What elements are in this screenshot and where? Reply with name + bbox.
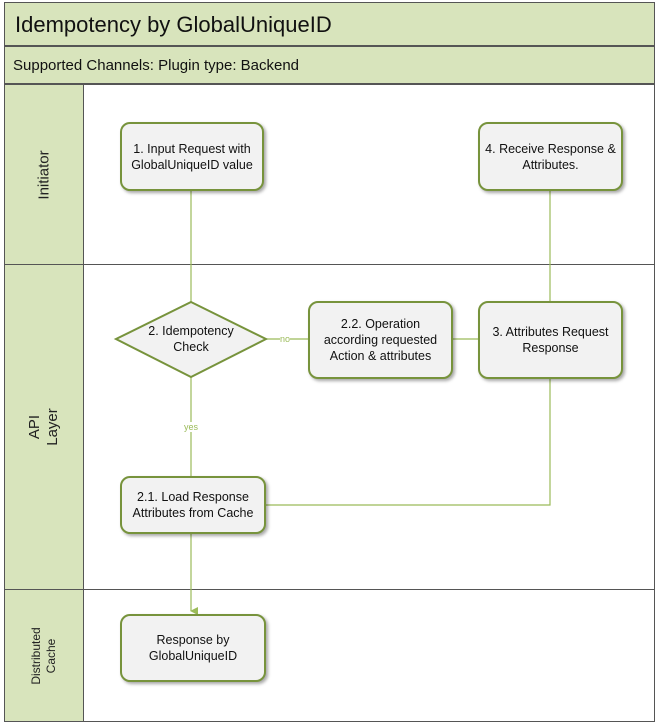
idempotency-check-diamond: [113, 300, 269, 379]
diagram-subtitle-bar: Supported Channels: Plugin type: Backend: [4, 46, 655, 84]
lane-cache: Distributed Cache: [4, 589, 655, 722]
node-operation: 2.2. Operation according requested Actio…: [308, 301, 453, 379]
diagram-subtitle: Supported Channels: Plugin type: Backend: [13, 57, 300, 74]
node-operation-text: 2.2. Operation according requested Actio…: [323, 317, 438, 363]
node-response-by-id: Response by GlobalUniqueID: [120, 614, 266, 682]
diagram-title: Idempotency by GlobalUniqueID: [15, 12, 332, 37]
node-input-request-text: 1. Input Request with GlobalUniqueID val…: [131, 141, 253, 172]
node-idempotency-check-text: 2. Idempotency Check: [148, 324, 234, 354]
edge-response-to-load: [266, 377, 551, 506]
node-receive-response-text: 4. Receive Response & Attributes.: [485, 141, 616, 172]
lane-cache-header: Distributed Cache: [5, 590, 84, 721]
node-receive-response: 4. Receive Response & Attributes.: [478, 122, 623, 191]
node-input-request: 1. Input Request with GlobalUniqueID val…: [120, 122, 264, 191]
edge-label-yes: yes: [184, 422, 199, 432]
node-load-response: 2.1. Load Response Attributes from Cache: [120, 476, 266, 534]
edge-label-no: no: [280, 334, 291, 344]
node-load-response-text: 2.1. Load Response Attributes from Cache: [132, 490, 254, 520]
lane-api-header: API Layer: [5, 265, 84, 589]
node-attributes-response: 3. Attributes Request Response: [478, 301, 623, 379]
node-response-by-id-text: Response by GlobalUniqueID: [148, 633, 238, 663]
node-attributes-response-text: 3. Attributes Request Response: [492, 325, 609, 355]
lane-initiator-header: Initiator: [5, 85, 84, 264]
diagram-title-bar: Idempotency by GlobalUniqueID: [4, 2, 655, 46]
